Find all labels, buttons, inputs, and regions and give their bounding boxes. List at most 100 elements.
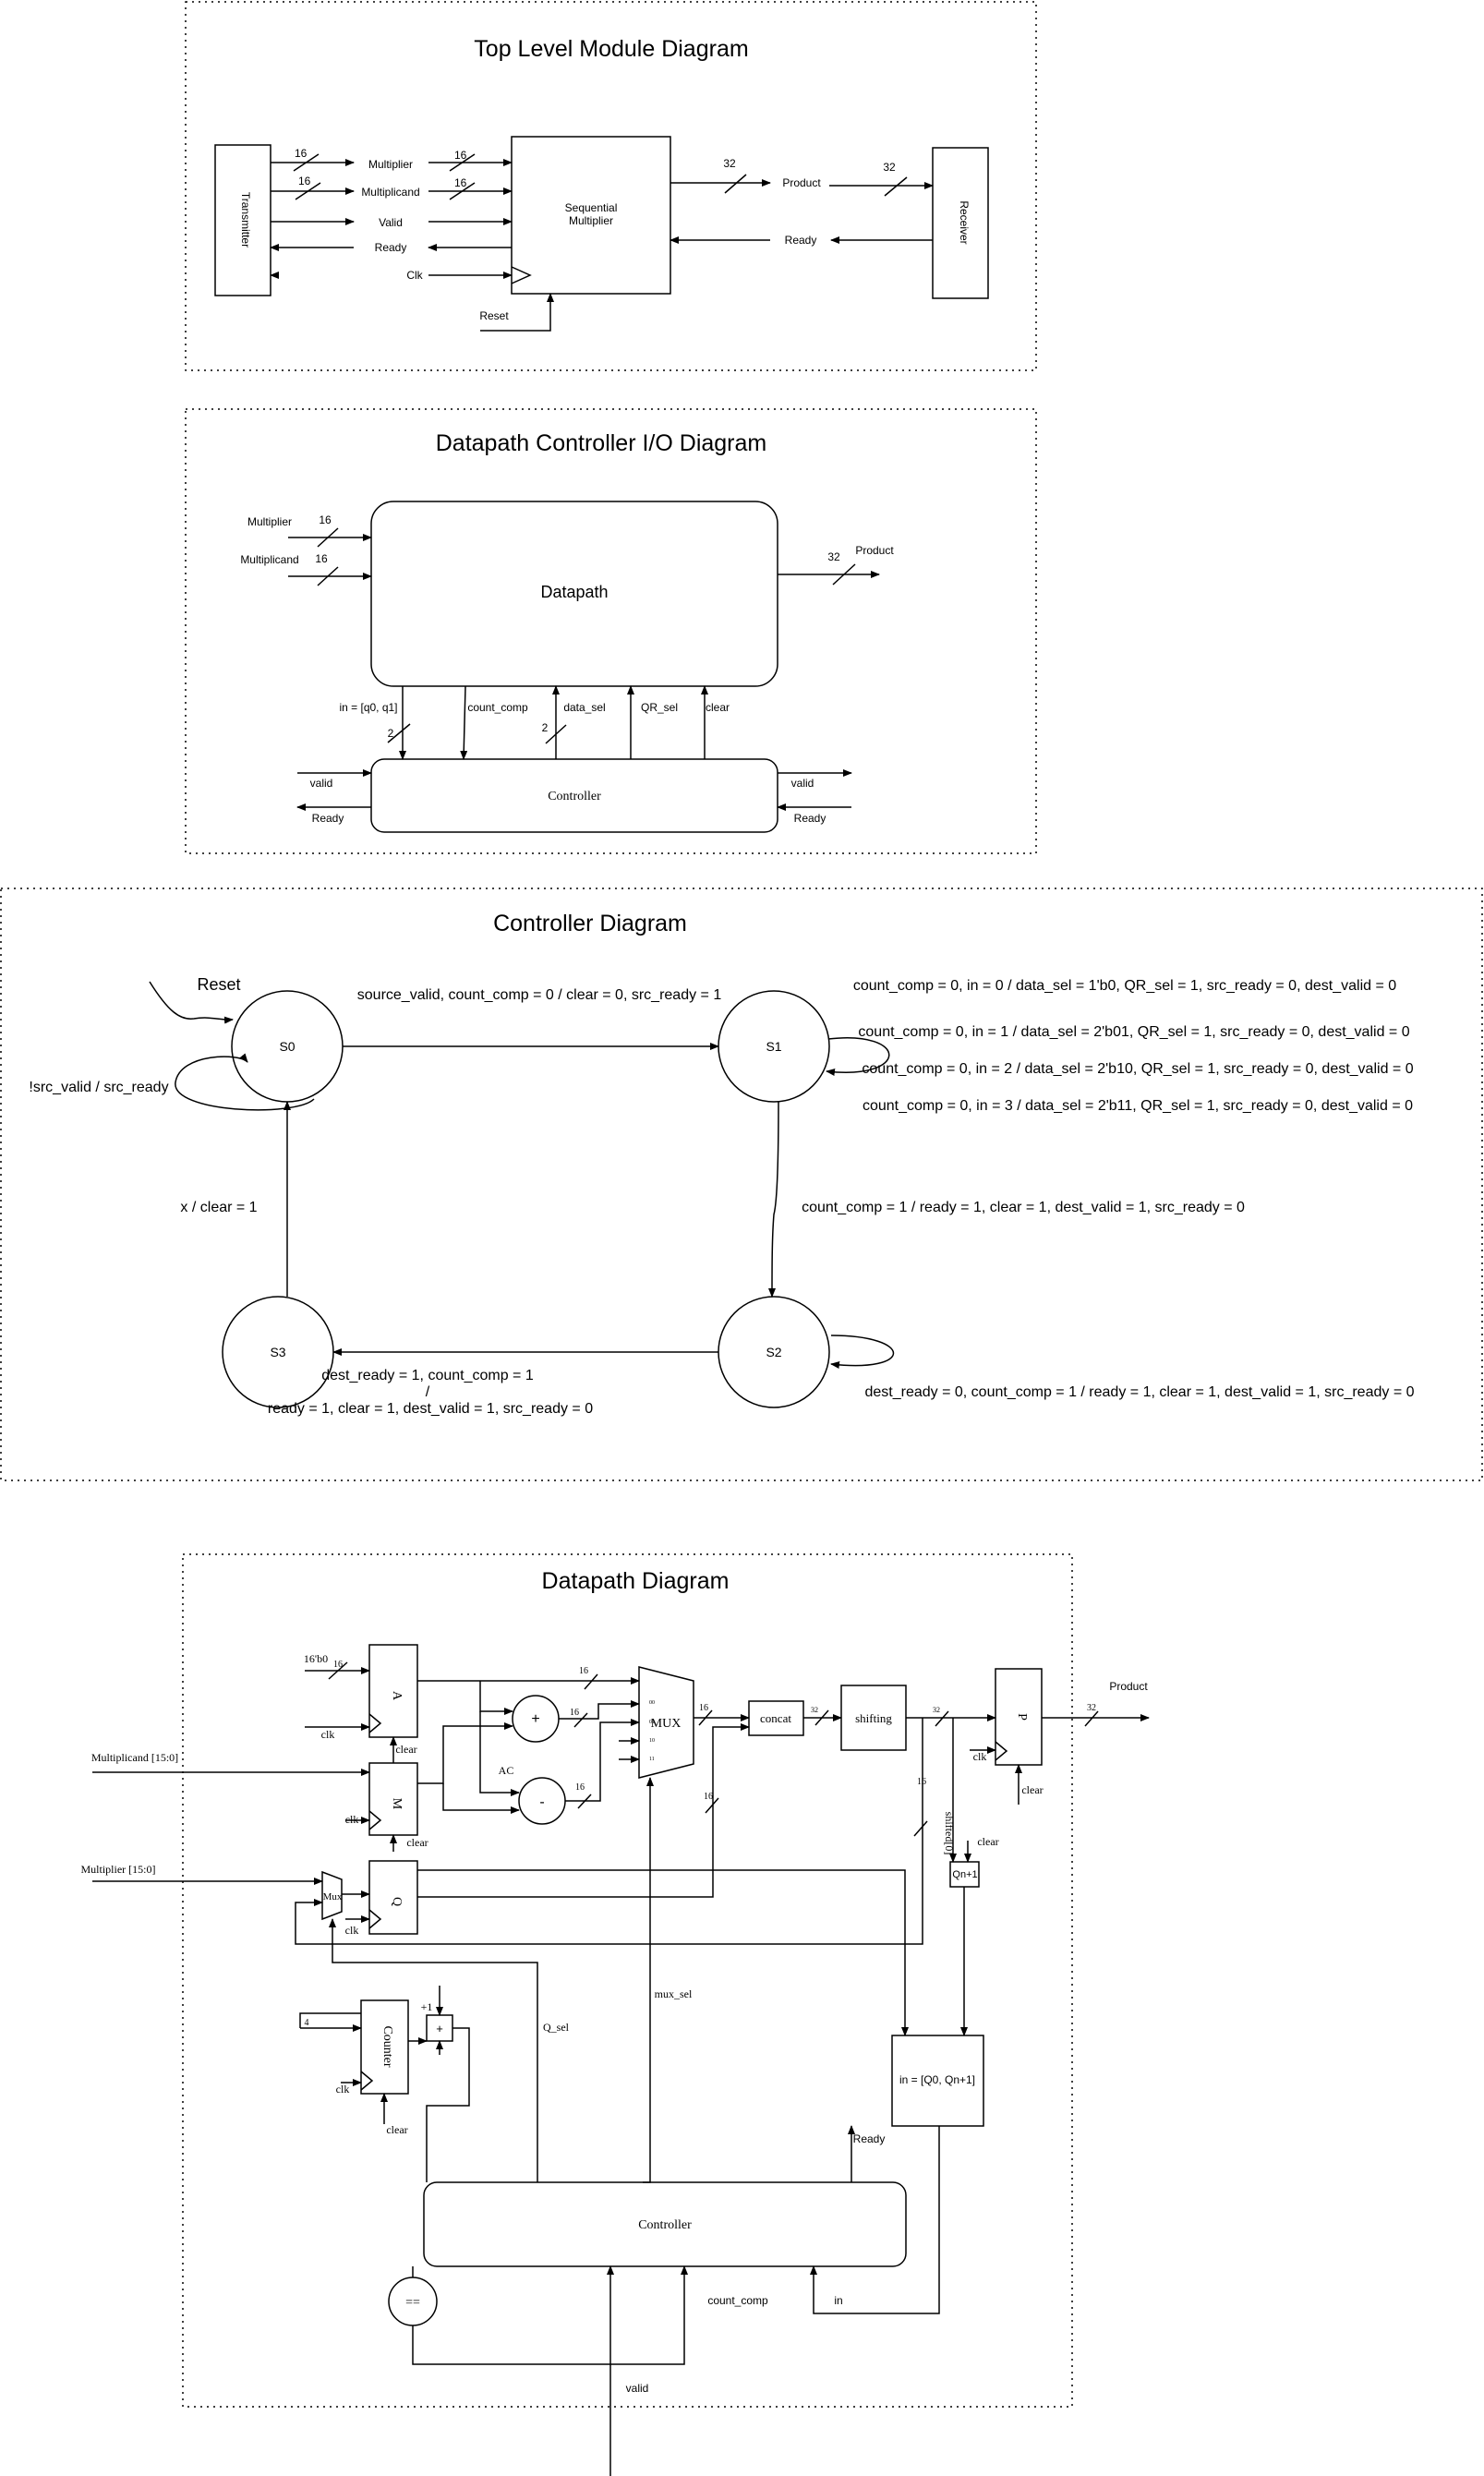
data-sel-label: data_sel	[563, 701, 605, 714]
multiplier-label: Multiplier	[368, 158, 413, 171]
clear-label: clear	[406, 1836, 428, 1849]
receiver-block	[932, 147, 989, 299]
mux-input-11: 11	[649, 1757, 655, 1762]
width-label: 16	[454, 176, 467, 189]
width-label: 16	[570, 1708, 579, 1718]
controller-state-diagram	[0, 888, 1483, 1481]
clk-label: clk	[345, 1813, 359, 1826]
mux-input-10: 10	[649, 1738, 655, 1744]
s3-s0-transition: x / clear = 1	[180, 1200, 257, 1215]
width-label: 2	[542, 721, 549, 734]
width-label: 2	[388, 727, 394, 740]
mux-input-00: 00	[649, 1700, 655, 1706]
in-block-label: in = [Q0, Qn+1]	[899, 2073, 975, 2086]
clear-label: clear	[706, 701, 730, 714]
width-label: 16	[295, 147, 308, 160]
width-label: 16	[454, 149, 467, 162]
clear-label: clear	[1021, 1783, 1043, 1796]
equality-label: ==	[405, 2296, 420, 2310]
controller-block	[370, 758, 778, 833]
ac-label: AC	[499, 1764, 514, 1777]
mux-input-01: 01	[649, 1720, 655, 1725]
qr-sel-label: QR_sel	[641, 701, 678, 714]
concat-label: concat	[760, 1711, 791, 1725]
register-q-label: Q	[390, 1897, 404, 1906]
product-label: Product	[1109, 1680, 1148, 1693]
top-level-frame	[185, 1, 1037, 371]
count-comp-label: count_comp	[707, 2294, 768, 2307]
register-a-label: A	[390, 1691, 404, 1701]
valid-label: valid	[626, 2382, 649, 2395]
receiver-label: Receiver	[958, 200, 971, 244]
mux-sel-label: mux_sel	[655, 1987, 693, 2000]
s0-s1-transition: source_valid, count_comp = 0 / clear = 0…	[357, 987, 722, 1003]
q-mux-label: Mux	[323, 1891, 343, 1902]
width-label: 32	[933, 1706, 940, 1714]
clk-label: clk	[336, 2083, 350, 2096]
width-label: 16	[333, 1660, 343, 1670]
product-label: Product	[855, 544, 894, 557]
datapath-controller-block	[423, 2181, 907, 2267]
dpio-labels: Datapath Controller I/O Diagram Datapath…	[240, 430, 894, 825]
s2-label: S2	[766, 1345, 781, 1359]
width-label: 16	[579, 1666, 588, 1676]
adder-label: +	[531, 1711, 539, 1727]
reset-label: Reset	[479, 309, 509, 322]
ready-left-label: Ready	[312, 812, 344, 825]
s0-self-transition: !src_valid / src_ready	[29, 1080, 168, 1095]
datapath-controller-label: Controller	[638, 2218, 692, 2232]
top-level-title: Top Level Module Diagram	[474, 36, 748, 62]
s2-s3-transition-slash: /	[426, 1384, 430, 1400]
register-m-label: M	[390, 1798, 404, 1810]
reset-label: Reset	[197, 975, 240, 994]
s2-s3-transition-line2: ready = 1, clear = 1, dest_valid = 1, sr…	[268, 1401, 593, 1417]
width-label: 16	[298, 175, 311, 187]
transmitter-label: Transmitter	[239, 192, 252, 248]
count-comp-label: count_comp	[467, 701, 528, 714]
multiplier-label: Multiplier	[247, 515, 292, 528]
dpio-title: Datapath Controller I/O Diagram	[436, 430, 766, 456]
plus-one-label: +1	[421, 2000, 433, 2013]
multiplicand-label: Multiplicand	[240, 553, 298, 566]
clk-label: clk	[345, 1924, 359, 1937]
ready-right-label: Ready	[794, 812, 826, 825]
counter-label: Counter	[380, 2025, 394, 2067]
datapath-block	[370, 501, 778, 687]
multiplier-input-label: Multiplier [15:0]	[81, 1863, 156, 1876]
qn1-label: Qn+1	[952, 1869, 977, 1880]
q-sel-label: Q_sel	[543, 2021, 570, 2034]
s1-self-transition-3: count_comp = 0, in = 2 / data_sel = 2'b1…	[862, 1061, 1413, 1077]
seq-mult-label-line2: Multiplier	[569, 214, 613, 227]
valid-right-label: valid	[791, 777, 814, 790]
width-label: 32	[827, 550, 840, 563]
reset-arrow	[149, 981, 234, 1024]
in-label: in	[834, 2294, 842, 2307]
zero-constant-label: 16'b0	[304, 1652, 328, 1665]
width-label: 32	[811, 1706, 818, 1714]
s1-label: S1	[766, 1039, 781, 1054]
ready-right-label: Ready	[785, 234, 817, 247]
clear-label: clear	[977, 1835, 998, 1848]
valid-label: Valid	[379, 216, 403, 229]
width-label: 16	[704, 1792, 713, 1802]
valid-left-label: valid	[310, 777, 333, 790]
s1-self-transition-4: count_comp = 0, in = 3 / data_sel = 2'b1…	[863, 1098, 1413, 1114]
shifted-label: shifted[0]	[943, 1812, 956, 1855]
dpio-frame	[185, 408, 1037, 854]
ready-label: Ready	[853, 2132, 886, 2145]
top-level-module-diagram	[185, 1, 1037, 371]
s3-label: S3	[270, 1345, 285, 1359]
width-label: 4	[305, 2018, 309, 2028]
product-label: Product	[782, 176, 821, 189]
clk-label: Clk	[406, 269, 423, 282]
s0-label: S0	[279, 1039, 295, 1054]
datapath-diagram	[92, 1553, 1150, 2476]
width-label: 16	[917, 1777, 926, 1787]
s1-s2-transition: count_comp = 1 / ready = 1, clear = 1, d…	[802, 1200, 1245, 1215]
ready-label: Ready	[375, 241, 407, 254]
datapath-label: Datapath	[540, 583, 608, 601]
multiplicand-input-label: Multiplicand [15:0]	[91, 1751, 178, 1764]
s2-self-transition: dest_ready = 0, count_comp = 1 / ready =…	[864, 1384, 1414, 1400]
clk-label: clk	[973, 1750, 987, 1763]
